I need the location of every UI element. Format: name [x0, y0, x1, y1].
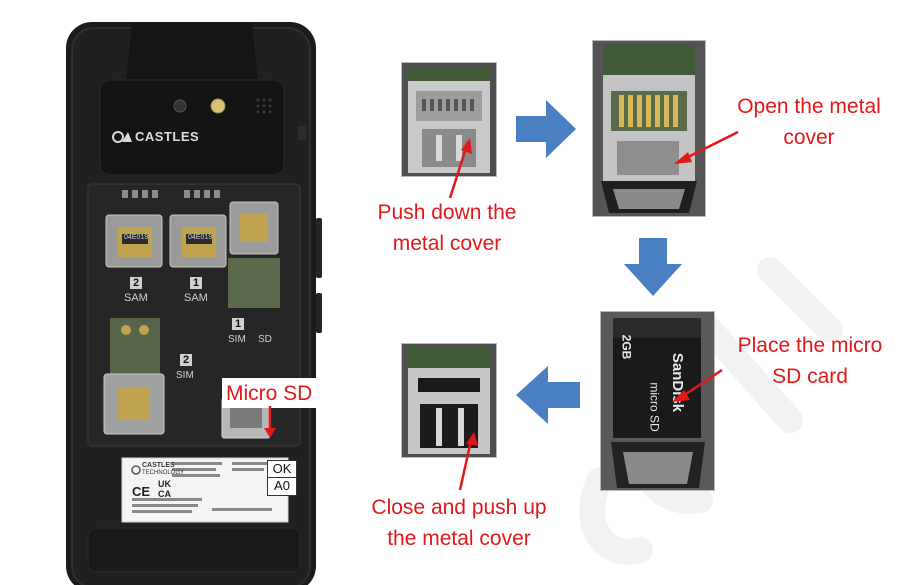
arrow-right-icon: [516, 100, 576, 158]
slot-number-sim2: 2: [180, 354, 193, 366]
label-brand: CASTLES: [142, 462, 175, 469]
a0-text: A0: [268, 477, 296, 494]
sd-card-type: micro SD: [647, 382, 662, 432]
step3-caption-line2: SD card: [772, 365, 848, 388]
ok-badge: OK A0: [267, 460, 297, 496]
ce-mark: CE: [132, 484, 151, 499]
sam2-chip-text: 04E019: [124, 234, 149, 241]
micro-sd-pointer-arrow: [264, 406, 276, 438]
arrow-down-icon: [624, 238, 682, 296]
slot-label-sam2: SAM: [124, 292, 148, 304]
step2-pointer-arrow: [674, 130, 739, 164]
slot-number-sam2: 2: [130, 277, 143, 289]
slot-label-sim1: SIM: [228, 334, 246, 345]
slot-number-sim1: 1: [232, 318, 245, 330]
step3-pointer-arrow: [672, 368, 723, 402]
sd-card-capacity: 2GB: [619, 334, 634, 360]
step2-photo: [592, 40, 706, 217]
ok-text: OK: [272, 461, 292, 476]
slot-label-sim2: SIM: [176, 370, 194, 381]
step1-caption-line1: Push down the: [377, 201, 517, 224]
step4-caption-line1: Close and push up: [371, 496, 547, 519]
step1-caption: Push down the metal cover: [362, 197, 532, 259]
slot-number-sam1: 1: [190, 277, 203, 289]
slot-label-sd: SD: [258, 334, 272, 345]
ukca-mark: UK CA: [158, 479, 171, 499]
step3-caption-line1: Place the micro: [737, 334, 883, 357]
step1-pointer-arrow: [448, 138, 472, 199]
step2-caption-line1: Open the metal: [737, 95, 881, 118]
step3-photo: [600, 311, 715, 491]
step1-caption-line2: metal cover: [392, 232, 502, 255]
step1-photo: [401, 62, 497, 177]
micro-sd-callout: Micro SD: [226, 382, 313, 405]
step2-caption-line2: cover: [783, 126, 835, 149]
sam1-chip-text: 04E019: [188, 234, 213, 241]
payment-terminal-back: [62, 18, 322, 585]
micro-sd-callout-box: [222, 378, 326, 408]
label-brand-sub: TECHNOLOGY: [142, 470, 185, 476]
device-brand-logo: CASTLES: [135, 129, 200, 144]
step4-pointer-arrow: [458, 432, 478, 491]
step4-caption-line2: the metal cover: [387, 527, 531, 550]
step3-caption: Place the micro SD card: [722, 330, 898, 392]
step2-caption: Open the metal cover: [724, 91, 894, 153]
step4-caption: Close and push up the metal cover: [354, 492, 564, 554]
arrow-left-icon: [516, 366, 580, 424]
step4-photo: [401, 343, 497, 458]
slot-label-sam1: SAM: [184, 292, 208, 304]
